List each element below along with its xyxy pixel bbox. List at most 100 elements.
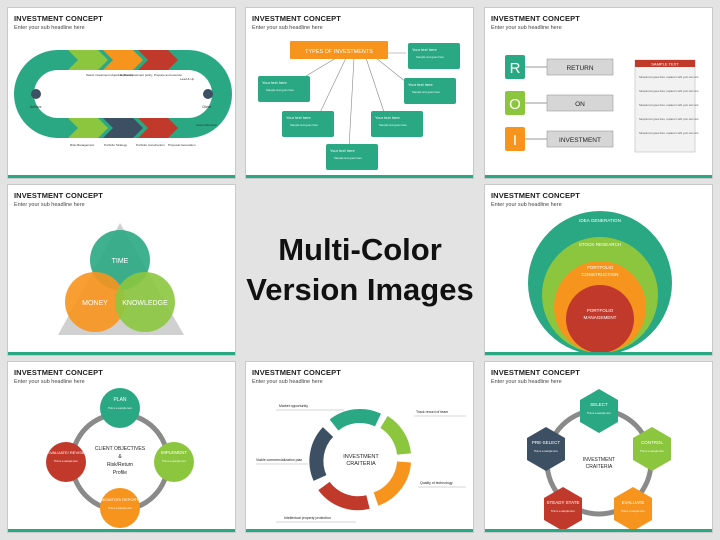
- ring-stock-research: STOCK RESEARCH: [579, 242, 622, 247]
- center-caption-line1: Multi-Color: [278, 232, 442, 267]
- thumbnail-slide-2[interactable]: INVESTMENT CONCEPT Enter your sub headli…: [245, 7, 474, 179]
- thumbnail-slide-7[interactable]: INVESTMENT CONCEPT Enter your sub headli…: [245, 361, 474, 533]
- label-client: Client: [202, 105, 211, 109]
- thumbnail-slide-1[interactable]: INVESTMENT CONCEPT Enter your sub headli…: [7, 7, 236, 179]
- label-portfolio-strategy: Portfolio Strategy: [104, 143, 128, 147]
- slide-title: INVESTMENT CONCEPT: [491, 191, 580, 200]
- center-caption: Multi-Color Version Images: [240, 230, 480, 310]
- node-plan: PLAN: [113, 397, 126, 403]
- box-title: Your text here: [286, 115, 312, 120]
- center-criteria: CRAITERIA: [586, 464, 613, 470]
- label-proposal-generation: Proposal Generation: [168, 143, 196, 147]
- label-select-goals: Select investment objective (Goals): [86, 73, 133, 77]
- slide-title: INVESTMENT CONCEPT: [14, 191, 103, 200]
- slide-subtitle: Enter your sub headline here: [491, 379, 562, 385]
- sample-line: Sample text goes here, replace it with y…: [639, 103, 699, 107]
- investment-criteria-ring: INVESTMENT CRAITERIA Market opportunity …: [256, 404, 466, 523]
- sample-line: Sample text goes here, replace it with y…: [639, 117, 699, 121]
- sample-line: Sample text goes here, replace it with y…: [639, 131, 699, 135]
- box-line: Sample text goes here: [416, 55, 444, 59]
- node-text: This is a sample text.: [640, 449, 665, 453]
- word-return: RETURN: [566, 65, 593, 72]
- box-line: Sample text goes here: [412, 90, 440, 94]
- center-caption-line2: Version Images: [246, 272, 474, 307]
- box-line: Sample text goes here: [266, 88, 294, 92]
- slide-title: INVESTMENT CONCEPT: [252, 14, 341, 23]
- box-title: Your text here: [375, 115, 401, 120]
- label-track-record: Track record of team: [416, 410, 448, 414]
- box-line: Sample text goes here: [379, 123, 407, 127]
- thumbnail-slide-5[interactable]: INVESTMENT CONCEPT Enter your sub headli…: [484, 184, 713, 356]
- box-title: Your text here: [262, 80, 288, 85]
- types-of-investments-title: TYPES OF INVESTMENTS: [305, 49, 373, 55]
- slide-title: INVESTMENT CONCEPT: [14, 14, 103, 23]
- node-text: This is a sample text.: [551, 509, 576, 513]
- label-lead-up: Lead & Up: [180, 77, 195, 81]
- word-investment: INVESTMENT: [559, 137, 601, 144]
- time-money-knowledge-diagram: TIME MONEY KNOWLEDGE: [58, 223, 184, 335]
- center-investment: INVESTMENT: [343, 454, 379, 460]
- center-profile: Profile: [113, 470, 127, 476]
- node-pre-select: PRE-SELECT: [532, 440, 561, 445]
- label-prepare-execute: Prepare and execute: [154, 73, 182, 77]
- node-implement: IMPLEMENT: [161, 450, 188, 455]
- client-objectives-cycle: PLAN IMPLEMENT MONITOR/ REPORT EVALUATE/…: [46, 388, 194, 528]
- center-risk-return: Risk/Return: [107, 462, 133, 468]
- node-evaluate: EVALUATE: [622, 500, 645, 505]
- node-text: This is a sample text.: [108, 406, 133, 410]
- label-define-policy: Define investment policy: [120, 73, 153, 77]
- label-risk-management: Risk Management: [70, 143, 94, 147]
- slide-title: INVESTMENT CONCEPT: [491, 368, 580, 377]
- node-evaluate-revise: EVALUATE/ REVISE: [47, 450, 85, 455]
- thumbnail-slide-4[interactable]: INVESTMENT CONCEPT Enter your sub headli…: [7, 184, 236, 356]
- box-line: Sample text goes here: [334, 156, 362, 160]
- slide-subtitle: Enter your sub headline here: [491, 25, 562, 31]
- center-criteria: CRAITERIA: [346, 461, 376, 467]
- label-portfolio-construction: Portfolio Construction: [136, 143, 165, 147]
- box-line: Sample text goes here: [290, 123, 318, 127]
- label-asset-allocation: Asset Allocation: [196, 123, 218, 127]
- thumbnail-slide-6[interactable]: INVESTMENT CONCEPT Enter your sub headli…: [7, 361, 236, 533]
- slide-subtitle: Enter your sub headline here: [14, 25, 85, 31]
- word-on: ON: [575, 101, 585, 108]
- ring-portfolio: PORTFOLIO: [587, 265, 614, 270]
- circle-money: MONEY: [82, 300, 108, 307]
- label-ip-protection: Intellectual property protection: [284, 516, 331, 520]
- box-title: Your text here: [412, 47, 438, 52]
- label-viable-commercialization: Viable commercialization plan: [256, 458, 302, 462]
- thumbnail-slide-8[interactable]: INVESTMENT CONCEPT Enter your sub headli…: [484, 361, 713, 533]
- types-of-investments-diagram: TYPES OF INVESTMENTS Your text here Your…: [258, 41, 460, 170]
- investment-process-diagram: Advisor Client Select investment objecti…: [14, 50, 232, 147]
- slide-title: INVESTMENT CONCEPT: [252, 368, 341, 377]
- letter-o: O: [509, 96, 521, 113]
- node-text: This is a sample text.: [534, 449, 559, 453]
- slide-subtitle: Enter your sub headline here: [252, 25, 323, 31]
- slide-subtitle: Enter your sub headline here: [491, 202, 562, 208]
- circle-time: TIME: [112, 258, 129, 265]
- node-monitor-report: MONITOR/ REPORT: [101, 497, 139, 502]
- ring-portfolio: PORTFOLIO: [587, 308, 614, 313]
- center-client-objectives: CLIENT OBJECTIVES: [95, 446, 146, 452]
- ring-idea-generation: IDEA GENERATION: [579, 218, 621, 223]
- node-select: SELECT: [590, 402, 608, 407]
- ring-construction: CONSTRUCTION: [581, 272, 618, 277]
- slide-title: INVESTMENT CONCEPT: [14, 368, 103, 377]
- letter-r: R: [510, 60, 521, 77]
- center-ampersand: &: [118, 454, 122, 460]
- box-title: Your text here: [330, 148, 356, 153]
- node-text: This is a sample text.: [621, 509, 646, 513]
- label-quality-technology: Quality of technology: [420, 481, 453, 485]
- node-text: This is a sample text.: [587, 411, 612, 415]
- circle-knowledge: KNOWLEDGE: [122, 300, 168, 307]
- ring-management: MANAGEMENT: [584, 315, 617, 320]
- nested-circles-diagram: IDEA GENERATION STOCK RESEARCH PORTFOLIO…: [528, 211, 672, 355]
- node-text: This is a sample text.: [162, 459, 187, 463]
- box-title: Your text here: [408, 82, 434, 87]
- label-market-opportunity: Market opportunity: [279, 404, 308, 408]
- sample-line: Sample text goes here, replace it with y…: [639, 75, 699, 79]
- node-control: CONTROL: [641, 440, 663, 445]
- investment-criteria-hexagon-cycle: SELECT CONTROL EVALUATE STEADY STATE PRE…: [527, 389, 671, 531]
- label-advisor: Advisor: [30, 105, 43, 109]
- thumbnail-slide-3[interactable]: INVESTMENT CONCEPT Enter your sub headli…: [484, 7, 713, 179]
- node-steady-state: STEADY STATE: [546, 500, 579, 505]
